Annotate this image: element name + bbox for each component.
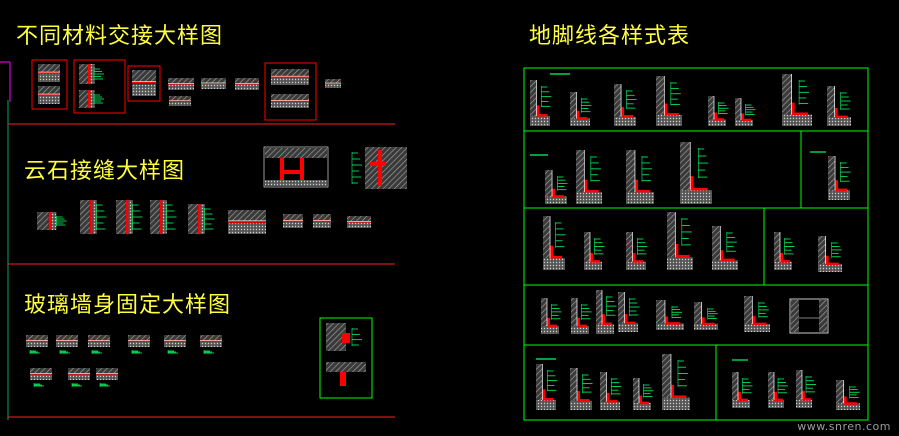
skirting-detail	[694, 302, 718, 330]
junction-detail	[132, 70, 156, 96]
skirting-detail	[667, 212, 693, 270]
junction-detail	[168, 78, 194, 90]
stone-joint-detail	[116, 200, 143, 234]
junction-group-box-4	[264, 62, 317, 121]
glass-fixing-detail	[56, 335, 78, 354]
stone-joint-detail	[150, 200, 177, 234]
stone-joint-detail	[228, 210, 266, 234]
skirting-detail	[828, 156, 851, 200]
skirting-detail	[827, 86, 851, 126]
junction-detail	[235, 78, 259, 90]
material-junction-details	[31, 59, 341, 121]
skirting-detail	[614, 84, 637, 126]
skirting-detail	[545, 170, 568, 204]
stone-joint-title: 云石接缝大样图	[24, 159, 186, 184]
skirting-detail	[600, 372, 622, 410]
glass-fixing-detail	[88, 335, 110, 354]
skirting-detail	[584, 232, 605, 270]
stone-joint-detail	[188, 204, 215, 234]
stone-joint-detail	[347, 216, 371, 228]
glass-wall-detail-frame	[319, 317, 373, 399]
skirting-detail	[576, 150, 602, 204]
skirting-detail	[662, 354, 690, 410]
glass-wall-title: 玻璃墙身固定大样图	[24, 293, 232, 318]
junction-detail	[201, 78, 226, 89]
junction-detail	[79, 90, 104, 108]
glass-wall-details	[26, 317, 373, 399]
skirting-detail	[680, 142, 712, 204]
skirting-detail	[626, 150, 654, 204]
skirting-detail	[571, 298, 592, 334]
material-junction-title: 不同材料交接大样图	[16, 24, 224, 49]
skirting-detail	[570, 92, 592, 126]
stone-joint-cross-section	[351, 147, 407, 189]
skirting-detail	[836, 380, 860, 410]
skirting-detail	[656, 300, 684, 330]
skirting-detail	[782, 74, 812, 126]
watermark: www.snren.com	[797, 420, 891, 433]
glass-fixing-detail	[30, 368, 52, 387]
skirting-detail	[570, 368, 593, 410]
glass-fixing-detail	[68, 368, 90, 387]
skirting-section-box	[789, 298, 829, 334]
junction-group-box-1	[31, 59, 68, 110]
skirting-detail	[735, 98, 756, 126]
glass-fixing-detail	[96, 368, 118, 387]
skirting-detail	[596, 290, 617, 334]
skirting-table-frame	[523, 67, 869, 421]
skirting-detail	[530, 80, 552, 126]
skirting-table-title: 地脚线各样式表	[529, 24, 691, 49]
stone-joint-detail	[37, 212, 67, 230]
skirting-detail	[541, 298, 562, 334]
skirting-detail	[774, 232, 795, 270]
stone-joint-detail	[80, 200, 107, 234]
skirting-detail	[536, 364, 558, 410]
stone-joint-details	[37, 146, 407, 234]
skirting-detail	[732, 372, 753, 408]
junction-detail	[38, 64, 60, 82]
junction-detail	[38, 86, 60, 104]
glass-fixing-detail	[128, 335, 150, 354]
junction-detail	[271, 94, 309, 108]
stone-joint-cross-section	[263, 146, 329, 188]
skirting-detail	[543, 216, 566, 270]
glass-fixing-detail	[164, 335, 186, 354]
skirting-detail	[796, 370, 816, 408]
section-divider-lines	[8, 123, 395, 418]
skirting-detail	[818, 236, 842, 272]
skirting-detail	[618, 292, 640, 332]
glass-fixing-detail	[200, 335, 222, 354]
junction-group-box-3	[127, 65, 161, 102]
left-edge-markers	[0, 61, 11, 420]
junction-detail	[169, 96, 191, 106]
stone-joint-detail	[313, 214, 331, 228]
skirting-detail	[656, 76, 682, 126]
skirting-detail	[768, 372, 788, 408]
skirting-detail	[708, 96, 729, 126]
junction-detail	[325, 79, 341, 88]
junction-detail	[271, 69, 309, 85]
skirting-detail	[633, 378, 654, 410]
skirting-detail	[744, 296, 770, 332]
junction-group-box-2	[73, 59, 126, 114]
stone-joint-detail	[283, 214, 303, 228]
glass-wall-section	[326, 323, 366, 386]
skirting-detail	[626, 232, 648, 270]
glass-fixing-detail	[26, 335, 48, 354]
skirting-table-details	[530, 73, 860, 410]
junction-detail	[79, 64, 104, 84]
skirting-detail	[712, 226, 738, 270]
